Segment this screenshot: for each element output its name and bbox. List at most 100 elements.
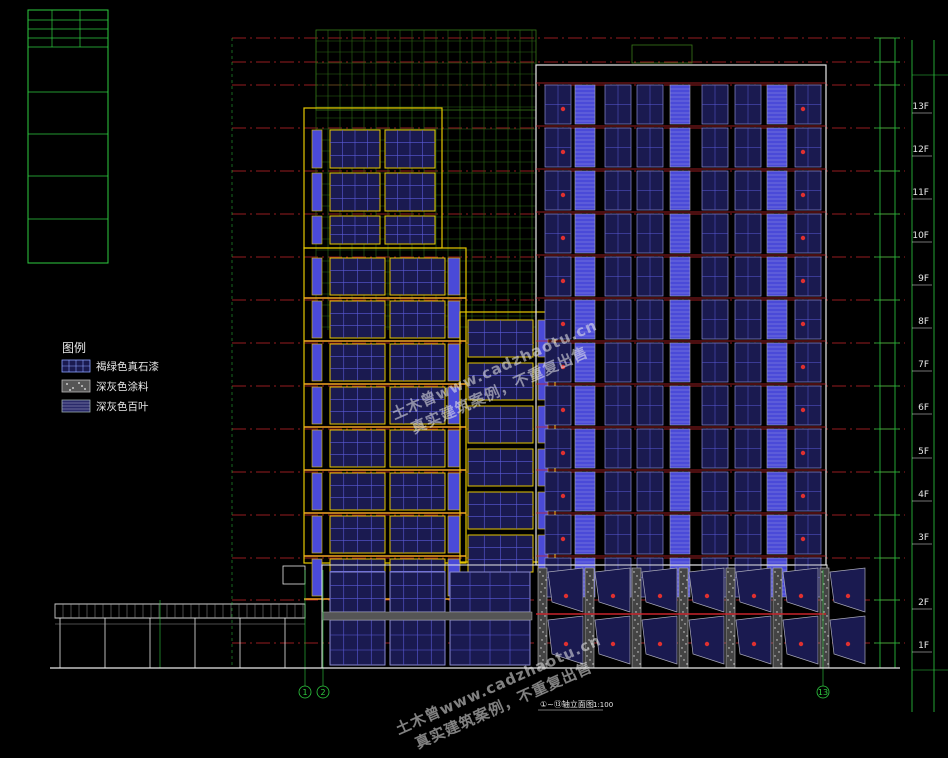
stone-dot <box>821 655 823 657</box>
stone-dot <box>635 583 637 585</box>
red-marker <box>610 593 616 599</box>
drawing-title: ①~⑬轴立面图 <box>540 699 594 709</box>
canopy-glass <box>641 615 678 665</box>
stone-dot <box>639 635 641 637</box>
red-marker <box>800 364 806 370</box>
stone-dot <box>731 595 733 597</box>
stone-dot <box>823 583 825 585</box>
stone-dot <box>590 651 592 653</box>
stone-dot <box>825 651 827 653</box>
stone-dot <box>824 603 826 605</box>
stone-dot <box>730 631 732 633</box>
stone-dot <box>545 579 547 581</box>
canopy-glass <box>641 567 678 613</box>
stone-dot <box>542 575 544 577</box>
stone-dot <box>681 619 683 621</box>
stone-dot <box>727 627 729 629</box>
louver-column <box>669 127 691 168</box>
legend-label-1: 褐绿色真石漆 <box>96 360 159 373</box>
stone-dot <box>775 591 777 593</box>
stone-dot <box>541 639 543 641</box>
elevation-drawing: 图例 褐绿色真石漆 深灰色涂料 深灰色百叶 1 <box>27 9 948 712</box>
stone-dot <box>684 595 686 597</box>
legend-swatch-dots <box>61 379 91 393</box>
stone-dot <box>543 651 545 653</box>
louver-column <box>574 385 596 426</box>
legend: 图例 褐绿色真石漆 深灰色涂料 深灰色百叶 <box>61 341 159 413</box>
podium-beam <box>54 603 306 619</box>
canopy-glass <box>735 567 772 613</box>
louver-column <box>766 428 788 469</box>
stone-dot <box>680 627 682 629</box>
louver-column <box>766 213 788 254</box>
red-marker <box>845 641 851 647</box>
red-marker <box>560 278 566 284</box>
stone-dot <box>638 615 640 617</box>
louver-column <box>669 299 691 340</box>
stone-dot <box>545 607 547 609</box>
louver-column <box>766 256 788 297</box>
stone-dot <box>586 627 588 629</box>
stone-dot <box>728 619 730 621</box>
stone-dot <box>636 575 638 577</box>
stone-dot <box>733 607 735 609</box>
stone-dot <box>635 611 637 613</box>
red-marker <box>560 450 566 456</box>
floor-label: 10F <box>912 231 929 241</box>
stone-dot <box>824 575 826 577</box>
stone-dot <box>637 595 639 597</box>
red-marker <box>560 149 566 155</box>
dimension-chain <box>231 37 900 668</box>
floor-label: 3F <box>918 533 929 543</box>
stone-dot <box>686 579 688 581</box>
stone-dot <box>733 635 735 637</box>
stone-dot <box>774 599 776 601</box>
stone-dot <box>826 615 828 617</box>
stone-dot <box>680 655 682 657</box>
stone-dot <box>731 651 733 653</box>
stone-dot <box>776 639 778 641</box>
blue-louver <box>311 257 323 296</box>
stone-dot <box>733 579 735 581</box>
stone-dot <box>639 663 641 665</box>
stone-dot <box>633 655 635 657</box>
stone-dot <box>542 603 544 605</box>
stone-pier <box>725 567 736 669</box>
stone-dot <box>730 575 732 577</box>
stone-dot <box>591 587 593 589</box>
stone-dot <box>728 591 730 593</box>
stone-dot <box>682 583 684 585</box>
legend-swatch-grid <box>61 359 91 373</box>
stone-dot <box>683 659 685 661</box>
stone-dot <box>589 603 591 605</box>
stone-dot <box>729 611 731 613</box>
canopy-glass <box>735 615 772 665</box>
red-marker <box>657 593 663 599</box>
stone-dot <box>824 659 826 661</box>
blue-louver <box>311 215 323 245</box>
stone-dot <box>588 639 590 641</box>
stone-dot <box>589 659 591 661</box>
red-marker <box>800 192 806 198</box>
ground-floor-base <box>321 564 866 669</box>
drawing-title-group: ①~⑬轴立面图 1:100 <box>538 699 613 711</box>
louver-column <box>766 471 788 512</box>
stone-dot <box>681 591 683 593</box>
red-marker <box>800 106 806 112</box>
louver-column <box>766 385 788 426</box>
stone-dot <box>633 599 635 601</box>
stone-dot <box>780 579 782 581</box>
stone-dot <box>591 615 593 617</box>
red-marker <box>560 364 566 370</box>
stone-dot <box>680 599 682 601</box>
stone-dot <box>682 639 684 641</box>
red-marker <box>560 536 566 542</box>
stone-dot <box>635 639 637 641</box>
stone-dot <box>775 619 777 621</box>
stone-dot <box>732 615 734 617</box>
louver-column <box>766 514 788 555</box>
stone-dot <box>778 595 780 597</box>
stone-dot <box>633 571 635 573</box>
legend-title: 图例 <box>62 341 86 355</box>
floor-label: 2F <box>918 598 929 608</box>
